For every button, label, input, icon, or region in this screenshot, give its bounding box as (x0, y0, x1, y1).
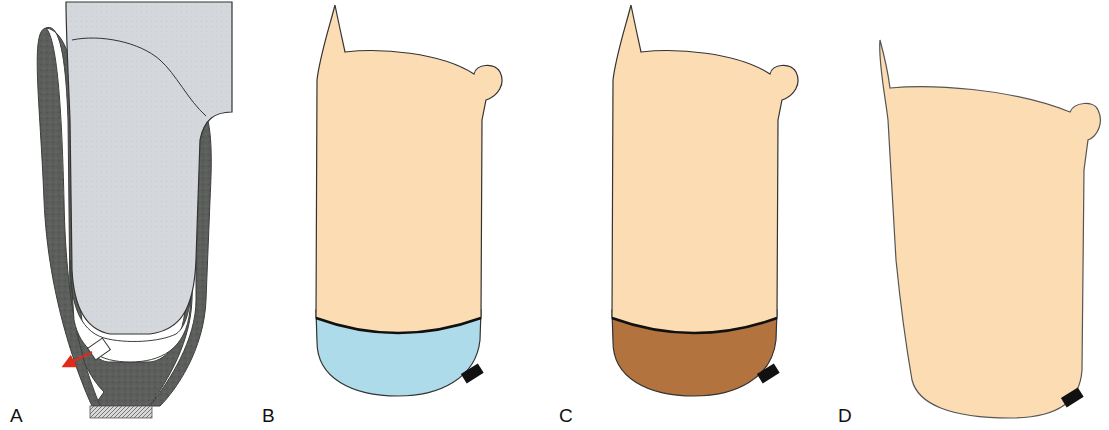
panel-letter: D (838, 406, 852, 425)
panel-letter: A (10, 406, 23, 425)
limb-with-blue-liner (316, 5, 502, 396)
panel-letter: B (262, 406, 275, 425)
panel-letter: C (559, 406, 573, 425)
limb-with-brown-liner (612, 5, 798, 396)
bare-limb (880, 40, 1101, 418)
socket-section (37, 2, 232, 418)
